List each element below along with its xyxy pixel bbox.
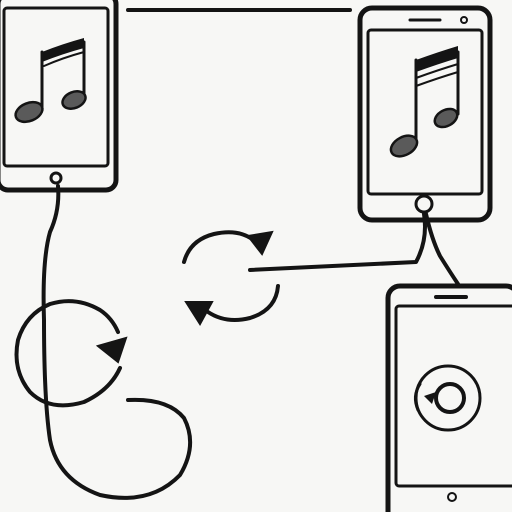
right-cable: [248, 212, 427, 272]
right-cable-lower: [424, 212, 460, 286]
phone-top-left: [0, 0, 119, 193]
music-note-icon: [14, 38, 87, 124]
phone-top-right: [357, 5, 493, 223]
sync-arrows-icon: [182, 230, 280, 326]
music-note-icon: [389, 46, 460, 158]
speaker-icon: [413, 364, 482, 432]
phone-bottom-right: [385, 283, 512, 512]
left-cable: [41, 184, 192, 500]
loop-arrow-icon: [14, 299, 128, 408]
